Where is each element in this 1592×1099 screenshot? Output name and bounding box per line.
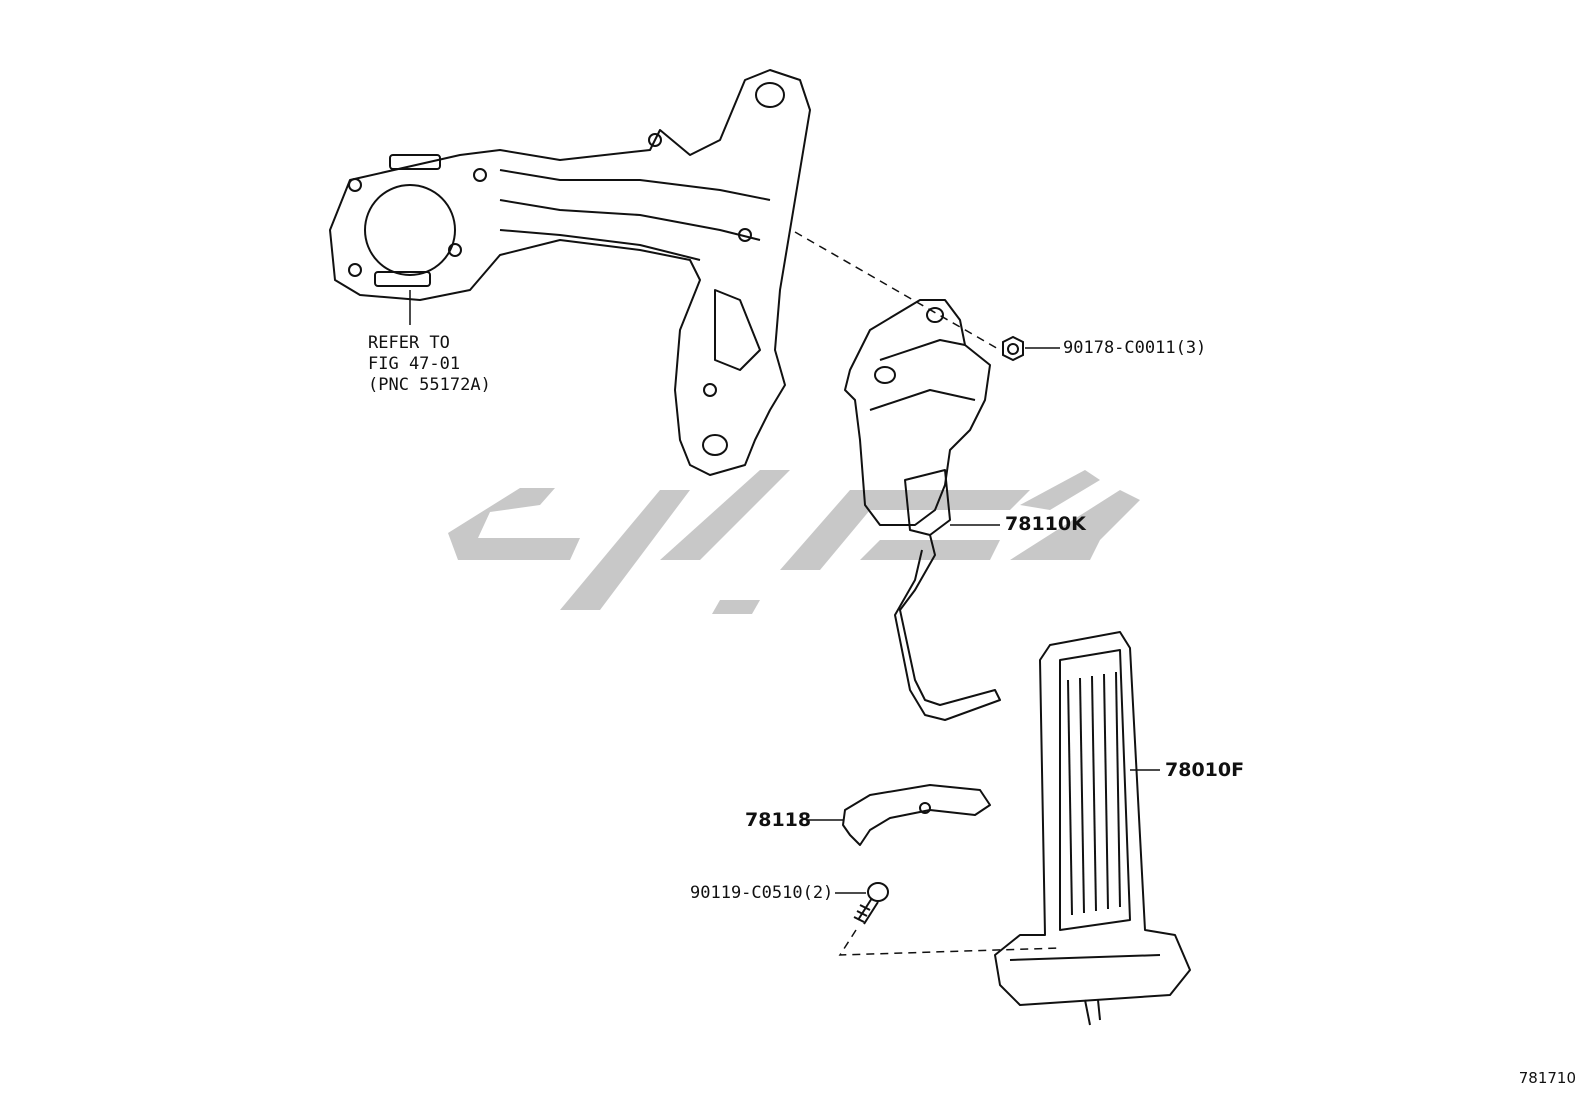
nut-part: [1002, 335, 1024, 362]
refer-to-label-line1: REFER TO: [368, 333, 450, 353]
bolt-part: [853, 882, 889, 925]
accelerator-pedal: [994, 631, 1191, 1026]
bolt-part-number: 90119-C0510(2): [690, 883, 834, 903]
nut-part-number: 90178-C0011(3): [1063, 338, 1207, 358]
bolt-pedal-dashed-line: [838, 929, 1061, 956]
figure-number: 781710: [1518, 1069, 1576, 1087]
pedal-part-number: 78010F: [1165, 759, 1245, 781]
bracket-nut-dashed-line: [794, 231, 1001, 351]
refer-to-label-line2: FIG 47-01: [368, 354, 461, 374]
cover-part-number: 78118: [745, 809, 812, 831]
pedal-arm-sensor: [844, 299, 1001, 721]
cover-part: [842, 784, 991, 846]
refer-to-label-line3: (PNC 55172A): [368, 375, 491, 395]
pedal-bracket: [329, 69, 811, 476]
watermark-logo: [448, 470, 1140, 614]
sensor-part-number: 78110K: [1005, 513, 1086, 535]
